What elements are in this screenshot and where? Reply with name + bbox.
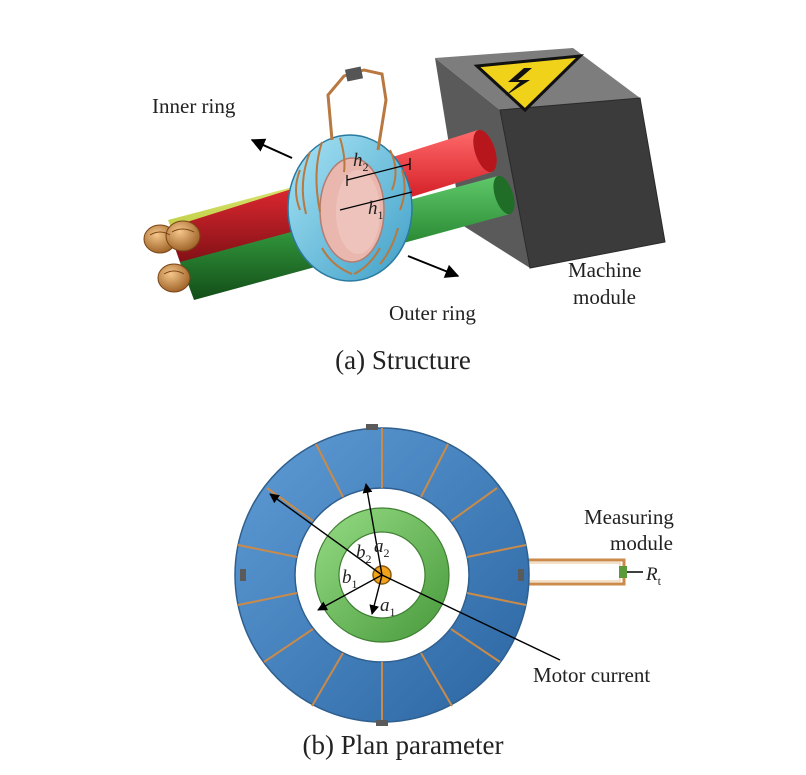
resistor-3d bbox=[344, 66, 364, 82]
a2-label: a2 bbox=[374, 536, 390, 560]
motor-current-label: Motor current bbox=[533, 663, 650, 687]
copper-end bbox=[165, 220, 201, 252]
plan-panel: b2 a2 b1 a1 Rt Measuring module Motor cu… bbox=[234, 424, 674, 760]
measuring-module-label-line1: Measuring bbox=[584, 505, 674, 529]
winding-wires bbox=[295, 137, 406, 275]
b1-arrow bbox=[317, 574, 383, 611]
resistor-rt bbox=[619, 566, 627, 578]
radius-arrows bbox=[269, 483, 561, 661]
h2-label: h2 bbox=[353, 150, 369, 174]
machine-module-label-line1: Machine bbox=[568, 258, 641, 282]
measuring-module-label-line2: module bbox=[610, 531, 673, 555]
copper-end bbox=[157, 263, 191, 293]
inner-ring-plan bbox=[314, 507, 450, 643]
dimension-h1: h1 bbox=[339, 191, 413, 222]
high-voltage-warning-icon bbox=[473, 54, 585, 113]
motor-current-leader bbox=[381, 574, 561, 661]
ring-sensor-3d bbox=[287, 66, 413, 282]
measuring-module-leads bbox=[515, 558, 643, 586]
b2-label: b2 bbox=[356, 542, 372, 566]
a1-label: a1 bbox=[380, 595, 396, 619]
winding-segments bbox=[237, 428, 527, 722]
caption-plan: (b) Plan parameter bbox=[303, 730, 504, 760]
h1-label: h1 bbox=[368, 198, 384, 222]
outer-ring-label: Outer ring bbox=[389, 301, 476, 325]
caption-structure: (a) Structure bbox=[335, 345, 471, 375]
inner-ring-arrow bbox=[250, 138, 293, 159]
outer-ring-plan bbox=[234, 424, 530, 726]
machine-module-box bbox=[435, 48, 666, 269]
a2-arrow bbox=[362, 483, 383, 576]
a1-arrow bbox=[369, 574, 383, 615]
inner-ring-label: Inner ring bbox=[152, 94, 236, 118]
rt-label: Rt bbox=[645, 564, 662, 588]
ring-clips bbox=[240, 424, 524, 726]
dimension-h2: h2 bbox=[346, 150, 411, 186]
measuring-lead bbox=[326, 68, 388, 151]
outer-ring-arrow bbox=[407, 255, 460, 278]
b1-label: b1 bbox=[342, 567, 358, 591]
structure-panel: h2 h1 Inner ring Outer ring Machine modu… bbox=[143, 48, 666, 375]
b2-arrow bbox=[269, 493, 383, 576]
machine-module-label-line2: module bbox=[573, 285, 636, 309]
